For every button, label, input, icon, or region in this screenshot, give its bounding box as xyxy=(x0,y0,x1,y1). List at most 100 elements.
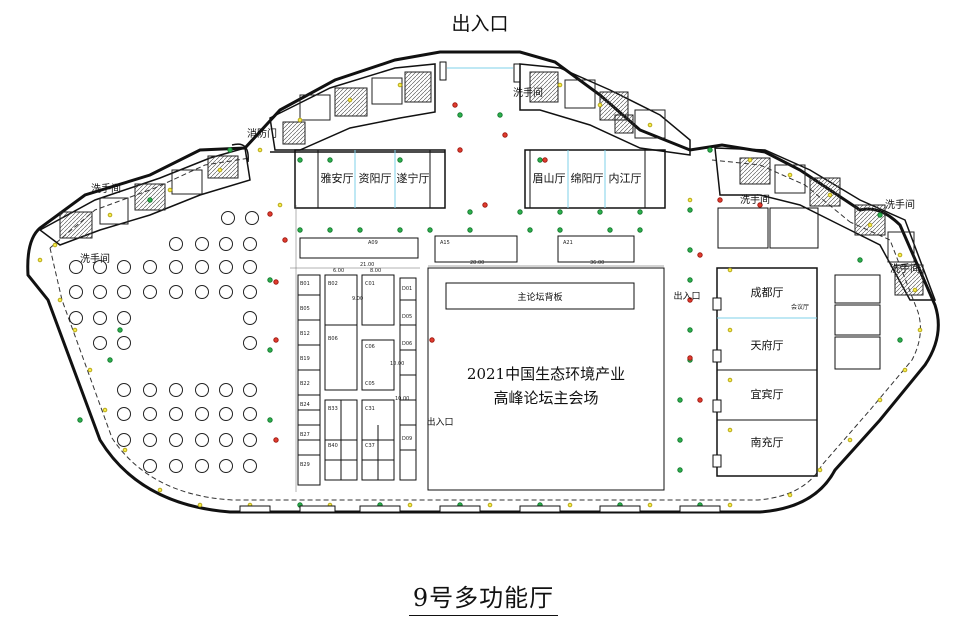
marker-green xyxy=(77,417,83,423)
marker-yellow xyxy=(197,502,203,508)
marker-green xyxy=(457,112,463,118)
round-table xyxy=(117,383,131,397)
rooms-right-block xyxy=(712,207,881,477)
marker-green xyxy=(267,347,273,353)
booth-label: D01 xyxy=(402,286,412,292)
marker-red xyxy=(697,397,703,403)
marker-yellow xyxy=(87,367,93,373)
marker-green xyxy=(467,227,473,233)
marker-red xyxy=(697,252,703,258)
round-table xyxy=(69,311,83,325)
entrance-center-label: 出入口 xyxy=(426,416,453,428)
booth-label: B05 xyxy=(300,306,310,312)
booth-label: B02 xyxy=(328,281,338,287)
round-table xyxy=(143,459,157,473)
round-tables xyxy=(69,211,259,473)
dimension-label: 21.00 xyxy=(360,262,374,268)
marker-yellow xyxy=(277,202,283,208)
marker-red xyxy=(282,237,288,243)
marker-green xyxy=(107,357,113,363)
round-table xyxy=(243,459,257,473)
room-label-nanchong: 南充厅 xyxy=(751,435,784,449)
booth-label: C37 xyxy=(365,443,375,449)
marker-green xyxy=(527,227,533,233)
main-hall-title-line2: 高峰论坛主会场 xyxy=(493,389,598,407)
round-table xyxy=(195,260,209,274)
room-label-yibin: 宜宾厅 xyxy=(751,387,784,401)
marker-green xyxy=(467,209,473,215)
dimension-label: 10.00 xyxy=(390,361,404,367)
booth-label: C01 xyxy=(365,281,375,287)
marker-green xyxy=(637,209,643,215)
marker-red xyxy=(482,202,488,208)
marker-green xyxy=(427,227,433,233)
round-table xyxy=(195,407,209,421)
round-table xyxy=(93,311,107,325)
room-label-meishan: 眉山厅 xyxy=(533,172,566,185)
marker-red xyxy=(429,337,435,343)
booth-label: B33 xyxy=(328,406,338,412)
marker-green xyxy=(677,437,683,443)
building-outline xyxy=(26,50,940,514)
marker-yellow xyxy=(727,502,733,508)
hall-title: 9号多功能厅 xyxy=(408,578,559,616)
round-table xyxy=(219,433,233,447)
booth-label: D09 xyxy=(402,436,412,442)
marker-green xyxy=(677,467,683,473)
marker-green xyxy=(497,112,503,118)
marker-yellow xyxy=(217,167,223,173)
marker-yellow xyxy=(912,287,918,293)
round-table xyxy=(221,211,235,225)
marker-yellow xyxy=(597,102,603,108)
marker-green xyxy=(687,277,693,283)
booth-label: A21 xyxy=(563,240,573,246)
booth-label: C31 xyxy=(365,406,375,412)
marker-yellow xyxy=(647,122,653,128)
marker-green xyxy=(117,327,123,333)
bottom-edge-fixtures xyxy=(239,505,721,513)
marker-yellow xyxy=(487,502,493,508)
marker-red xyxy=(267,211,273,217)
marker-green xyxy=(687,207,693,213)
washroom-label-left-lower: 洗手间 xyxy=(80,252,110,265)
marker-yellow xyxy=(647,502,653,508)
marker-yellow xyxy=(787,172,793,178)
marker-green xyxy=(637,227,643,233)
round-table xyxy=(243,407,257,421)
booth-label: B01 xyxy=(300,281,310,287)
marker-yellow xyxy=(37,257,43,263)
marker-red xyxy=(452,102,458,108)
round-table xyxy=(143,407,157,421)
round-table xyxy=(195,285,209,299)
washroom-label-top-right: 洗手间 xyxy=(513,86,543,99)
round-table xyxy=(117,311,131,325)
washroom-label-right-mid: 洗手间 xyxy=(740,193,770,206)
marker-dots xyxy=(37,82,923,508)
marker-yellow xyxy=(557,82,563,88)
marker-yellow xyxy=(687,197,693,203)
marker-green xyxy=(877,212,883,218)
top-left-wing xyxy=(269,63,445,153)
marker-red xyxy=(717,197,723,203)
rooms-top-left-block xyxy=(294,149,446,209)
round-table xyxy=(143,383,157,397)
marker-yellow xyxy=(727,427,733,433)
marker-green xyxy=(397,157,403,163)
left-wing xyxy=(38,143,251,246)
marker-green xyxy=(267,277,273,283)
round-table xyxy=(93,285,107,299)
marker-yellow xyxy=(567,502,573,508)
top-right-wing xyxy=(519,63,691,156)
marker-red xyxy=(687,355,693,361)
booth-label: B24 xyxy=(300,402,310,408)
marker-yellow xyxy=(877,397,883,403)
round-table xyxy=(243,260,257,274)
marker-green xyxy=(297,157,303,163)
booth-area xyxy=(290,205,420,492)
round-table xyxy=(117,407,131,421)
room-label-tianfu: 天府厅 xyxy=(751,338,784,352)
marker-red xyxy=(273,279,279,285)
main-hall xyxy=(427,235,665,491)
marker-yellow xyxy=(257,147,263,153)
round-table xyxy=(219,237,233,251)
